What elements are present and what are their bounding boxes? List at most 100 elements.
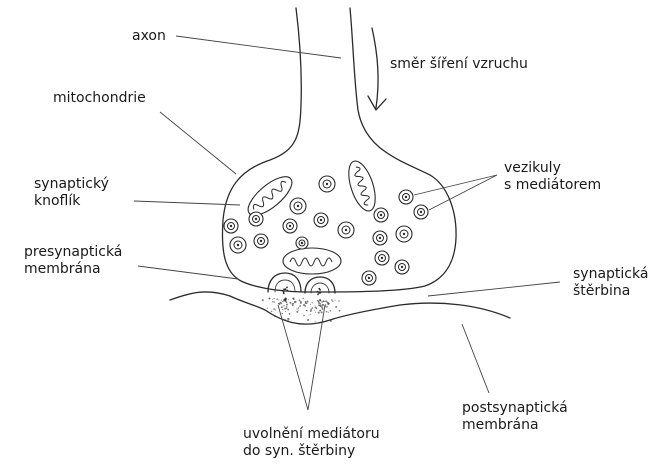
synaptic-vesicle xyxy=(224,219,238,233)
synaptic-vesicle xyxy=(375,251,389,265)
mitochondrion-2 xyxy=(344,158,381,214)
mediator-dot xyxy=(315,321,316,322)
synaptic-vesicle xyxy=(414,205,428,219)
mediator-dot xyxy=(318,292,320,294)
mediator-dot xyxy=(284,299,286,301)
mediator-dot xyxy=(327,306,328,307)
label-synaptic-cleft: synaptická štěrbina xyxy=(573,266,648,300)
mediator-dot xyxy=(309,314,310,315)
mediator-dot xyxy=(314,305,315,306)
mediator-dot xyxy=(278,303,280,305)
mediator-dot xyxy=(320,305,322,307)
label-mediator-release: uvolnění mediátoru do syn. štěrbiny xyxy=(243,426,380,460)
synaptic-vesicle xyxy=(314,213,328,227)
label-postsynaptic-membrane: postsynaptická membrána xyxy=(462,400,568,434)
mediator-dot xyxy=(275,309,276,310)
synaptic-vesicle xyxy=(283,219,297,233)
mediator-dot xyxy=(319,299,321,301)
synaptic-vesicle xyxy=(395,260,409,274)
label-axon: axon xyxy=(132,28,166,45)
mediator-dot xyxy=(282,301,283,302)
synaptic-vesicle xyxy=(373,231,387,245)
mediator-dot xyxy=(269,298,270,299)
mediator-dot xyxy=(276,298,278,300)
synaptic-vesicle xyxy=(296,237,308,249)
mediator-dot xyxy=(322,308,324,310)
direction-arrow xyxy=(368,28,386,110)
mediator-dot xyxy=(331,299,333,301)
mediator-dot xyxy=(293,299,295,301)
mediator-dot xyxy=(274,316,275,317)
mediator-dot xyxy=(330,310,332,312)
mediator-dot xyxy=(306,303,307,304)
mediator-dot xyxy=(287,309,289,311)
mediator-dot xyxy=(287,290,289,292)
mediator-dot xyxy=(267,308,268,309)
synaptic-vesicle xyxy=(374,208,388,222)
mediator-dot xyxy=(318,304,320,306)
mediator-dot xyxy=(296,311,298,313)
mediator-dot xyxy=(286,306,288,308)
mediator-dot xyxy=(334,300,335,301)
mediator-dot xyxy=(285,311,286,312)
mediator-dot xyxy=(267,311,269,313)
label-mitochondria: mitochondrie xyxy=(53,90,146,107)
mediator-dot xyxy=(312,307,314,309)
mediator-dot xyxy=(303,298,305,300)
mediator-dot xyxy=(324,301,325,302)
mediator-dot xyxy=(284,305,285,306)
mediator-dot xyxy=(282,313,283,314)
synaptic-vesicle xyxy=(338,222,354,238)
synaptic-vesicle xyxy=(230,237,246,253)
mediator-dot xyxy=(278,299,279,300)
synaptic-vesicle xyxy=(396,226,412,242)
mediator-dot xyxy=(289,313,291,315)
synaptic-vesicle xyxy=(319,176,335,192)
mediator-dot xyxy=(274,301,275,302)
mediator-dot xyxy=(305,302,306,303)
mediator-dot xyxy=(281,306,283,308)
mediator-dot xyxy=(286,304,288,306)
synaptic-vesicle xyxy=(254,234,268,248)
mediator-dot xyxy=(306,310,307,311)
mediator-dot xyxy=(283,288,285,290)
mediator-dot xyxy=(326,311,328,313)
mediator-dot xyxy=(310,314,311,315)
mediator-dot xyxy=(318,312,320,314)
mediator-dot xyxy=(322,304,324,306)
mediator-dot xyxy=(310,304,311,305)
mediator-dot xyxy=(315,312,316,313)
mediator-dot xyxy=(291,303,293,305)
mediator-dot xyxy=(306,301,308,303)
mediator-dot xyxy=(262,299,264,301)
mediator-dot xyxy=(286,287,288,289)
mediator-dot xyxy=(335,306,337,308)
mediator-dot xyxy=(315,306,317,308)
mediator-dot xyxy=(327,302,328,303)
mediator-dot xyxy=(339,310,341,312)
mediator-dot xyxy=(321,311,323,313)
mediator-dot xyxy=(287,320,289,322)
mediator-dot xyxy=(300,301,302,303)
mediator-dot xyxy=(325,300,327,302)
label-synaptic-bouton: synaptický knoflík xyxy=(34,176,109,210)
mediator-dot xyxy=(317,291,319,293)
label-presynaptic-membrane: presynaptická membrána xyxy=(24,244,122,278)
mediator-dot xyxy=(303,304,305,306)
label-direction: směr šíření vzruchu xyxy=(390,56,528,73)
postsynaptic-membrane xyxy=(170,292,510,324)
mediator-dot xyxy=(272,301,274,303)
mediator-dot xyxy=(288,299,289,300)
mediator-dot xyxy=(284,319,286,321)
mediator-dot xyxy=(286,308,287,309)
mediator-dot xyxy=(299,305,301,307)
mediator-dot xyxy=(312,302,313,303)
mediator-dot xyxy=(320,303,322,305)
mediator-dot xyxy=(318,300,319,301)
mediator-dot xyxy=(314,310,315,311)
mediator-dot xyxy=(289,302,291,304)
mediator-dot xyxy=(330,320,332,322)
synaptic-vesicle xyxy=(362,271,376,285)
